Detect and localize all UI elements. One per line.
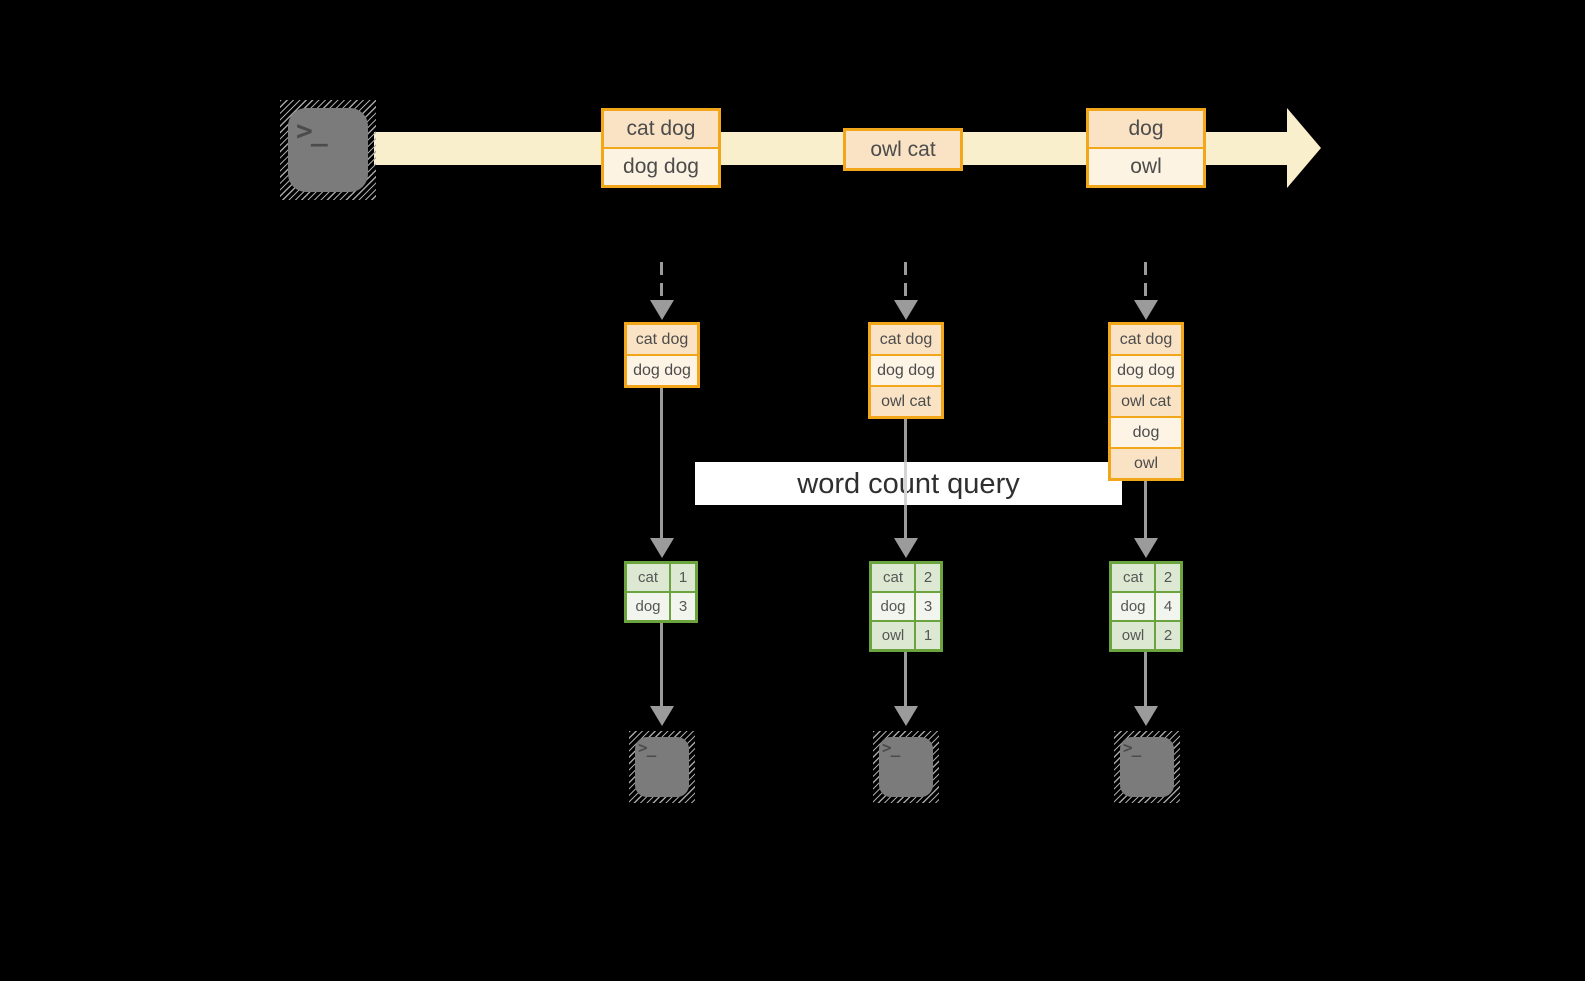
buffer-stack-3: cat dog dog dog owl cat dog owl	[1108, 322, 1184, 481]
terminal-screen	[1120, 737, 1174, 797]
word-cell: cat	[1112, 564, 1154, 591]
word-cell: cat	[872, 564, 914, 591]
output-arrowhead-3	[1134, 706, 1158, 726]
query-arrow-3	[1144, 479, 1147, 540]
output-arrowhead-2	[894, 706, 918, 726]
query-arrow-1	[660, 386, 663, 540]
output-arrow-3	[1144, 652, 1147, 708]
word-cell: dog	[627, 593, 669, 620]
output-terminal-icon-1: >_	[629, 731, 695, 803]
word-cell: owl	[872, 622, 914, 649]
ingest-arrowhead-2	[894, 300, 918, 320]
stream-event-line: cat dog	[604, 111, 718, 147]
stream-event-2: owl cat	[843, 128, 963, 171]
query-banner: word count query	[695, 462, 1122, 505]
query-arrow-2-overlay	[904, 462, 907, 505]
buffer-cell: cat dog	[871, 325, 941, 354]
query-arrowhead-1	[650, 538, 674, 558]
word-cell: dog	[872, 593, 914, 620]
terminal-prompt-icon: >_	[296, 114, 328, 147]
buffer-cell: owl cat	[871, 385, 941, 416]
stream-arrowhead-icon	[1287, 108, 1321, 188]
buffer-cell: owl	[1111, 447, 1181, 478]
buffer-cell: dog dog	[1111, 354, 1181, 385]
buffer-stack-2: cat dog dog dog owl cat	[868, 322, 944, 419]
buffer-cell: dog	[1111, 416, 1181, 447]
output-terminal-icon-3: >_	[1114, 731, 1180, 803]
output-terminal-icon-2: >_	[873, 731, 939, 803]
output-arrow-2	[904, 652, 907, 708]
buffer-cell: dog dog	[871, 354, 941, 385]
word-cell: cat	[627, 564, 669, 591]
count-cell: 4	[1156, 593, 1180, 620]
ingest-arrowhead-1	[650, 300, 674, 320]
stream-event-3: dog owl	[1086, 108, 1206, 188]
ingest-arrow-2	[904, 262, 907, 300]
count-cell: 2	[1156, 622, 1180, 649]
terminal-screen	[879, 737, 933, 797]
ingest-arrowhead-3	[1134, 300, 1158, 320]
word-cell: dog	[1112, 593, 1154, 620]
stream-event-line: dog dog	[604, 147, 718, 185]
count-cell: 1	[671, 564, 695, 591]
stream-event-line: owl	[1089, 147, 1203, 185]
wordcount-table-3: cat 2 dog 4 owl 2	[1109, 561, 1183, 652]
query-banner-label: word count query	[797, 468, 1020, 500]
output-arrowhead-1	[650, 706, 674, 726]
count-cell: 1	[916, 622, 940, 649]
buffer-stack-1: cat dog dog dog	[624, 322, 700, 388]
buffer-cell: cat dog	[627, 325, 697, 354]
buffer-cell: dog dog	[627, 354, 697, 385]
terminal-screen	[288, 108, 368, 192]
output-arrow-1	[660, 623, 663, 708]
ingest-arrow-3	[1144, 262, 1147, 300]
buffer-cell: cat dog	[1111, 325, 1181, 354]
wordcount-table-2: cat 2 dog 3 owl 1	[869, 561, 943, 652]
ingest-arrow-1	[660, 262, 663, 300]
query-arrowhead-3	[1134, 538, 1158, 558]
count-cell: 3	[916, 593, 940, 620]
stream-event-line: owl cat	[846, 131, 960, 168]
count-cell: 2	[1156, 564, 1180, 591]
terminal-prompt-icon: >_	[882, 738, 900, 757]
count-cell: 3	[671, 593, 695, 620]
wordcount-table-1: cat 1 dog 3	[624, 561, 698, 623]
terminal-screen	[635, 737, 689, 797]
terminal-prompt-icon: >_	[638, 738, 656, 757]
stream-event-1: cat dog dog dog	[601, 108, 721, 188]
word-cell: owl	[1112, 622, 1154, 649]
source-terminal-icon: >_	[280, 100, 376, 200]
stream-event-line: dog	[1089, 111, 1203, 147]
count-cell: 2	[916, 564, 940, 591]
buffer-cell: owl cat	[1111, 385, 1181, 416]
terminal-prompt-icon: >_	[1123, 738, 1141, 757]
query-arrowhead-2	[894, 538, 918, 558]
